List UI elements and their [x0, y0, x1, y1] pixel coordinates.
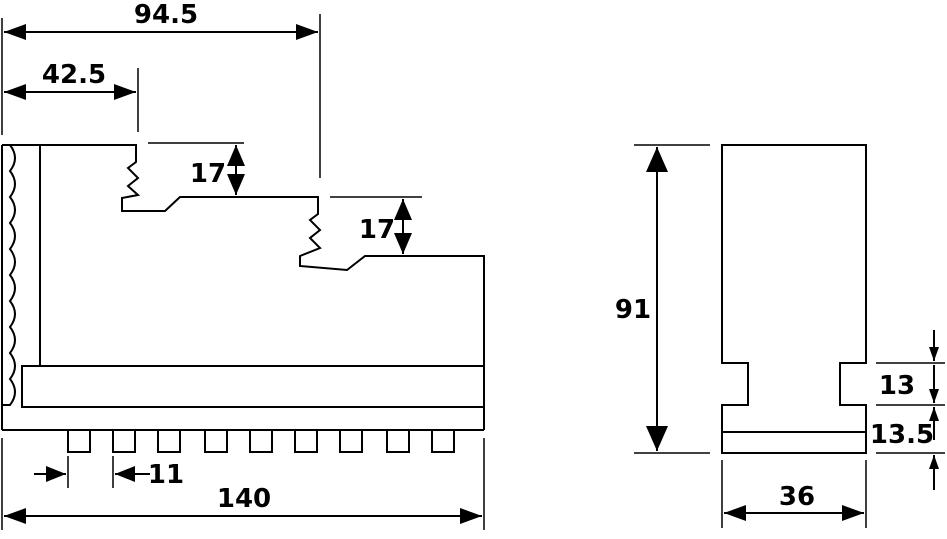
dim-140-label: 140 — [217, 484, 271, 514]
base-rail — [21, 365, 485, 408]
dim-17-lower-label: 17 — [359, 215, 395, 245]
dim-36-label: 36 — [779, 482, 815, 512]
end-view-outline — [721, 144, 867, 454]
dim-11-label: 11 — [148, 460, 184, 490]
bottom-teeth — [67, 430, 455, 453]
dim-13-5-label: 13.5 — [870, 420, 934, 450]
jaw-top-profile — [2, 144, 485, 430]
end-view — [721, 144, 867, 454]
serrated-edge — [1, 144, 16, 430]
dim-13-label: 13 — [879, 371, 915, 401]
dim-42-5-label: 42.5 — [42, 60, 106, 90]
dim-17-upper-label: 17 — [190, 159, 226, 189]
dim-91-label: 91 — [615, 295, 651, 325]
side-view — [1, 144, 485, 453]
side-dimensions: 94.5 42.5 17 17 11 140 — [1, 0, 485, 530]
dim-94-5-label: 94.5 — [134, 0, 198, 30]
end-dimensions: 91 36 13 13.5 — [615, 144, 945, 528]
